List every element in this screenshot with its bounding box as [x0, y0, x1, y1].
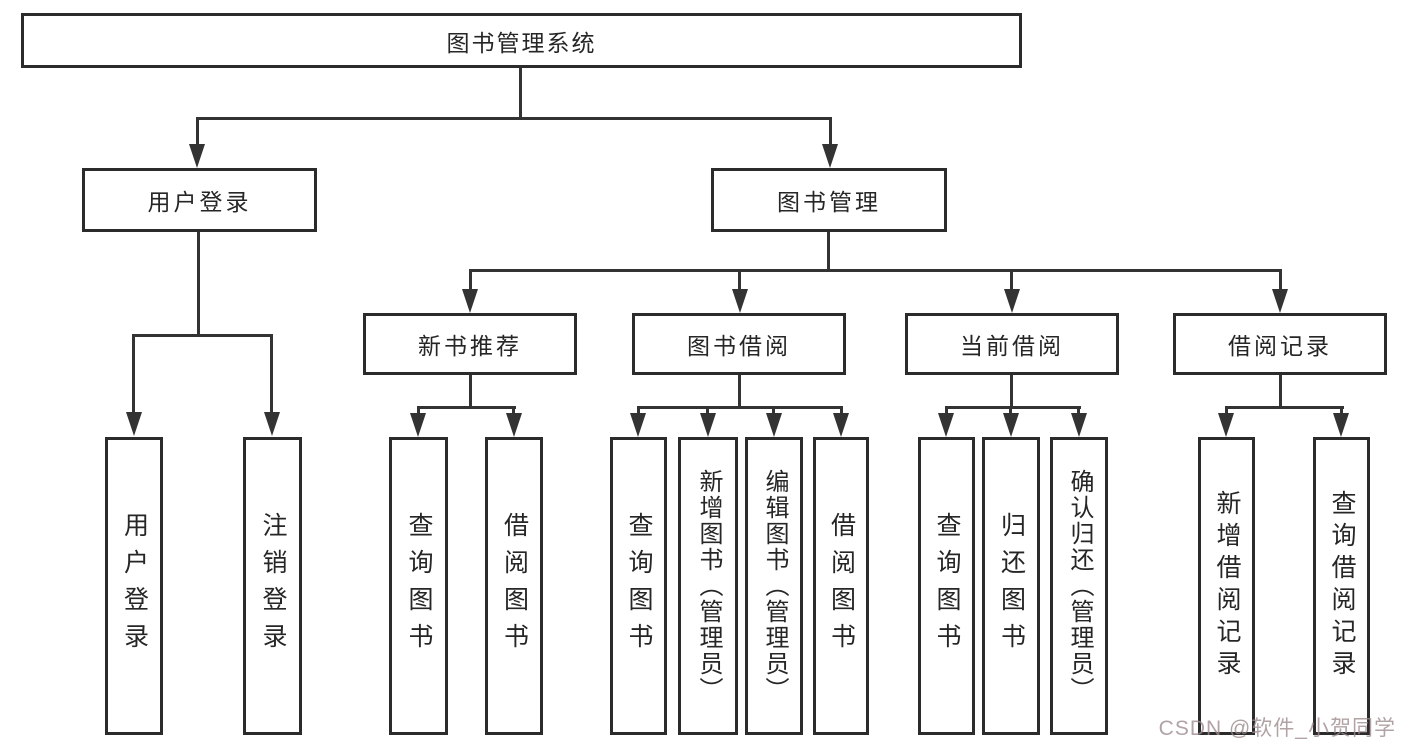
connector-line: [772, 406, 775, 418]
leaf-query-book-recommend: 查询图书: [389, 437, 448, 735]
arrow-down-icon: [938, 413, 954, 437]
leaf-confirm-return-admin: 确认归还（管理员）: [1050, 437, 1108, 735]
arrow-down-icon: [1218, 413, 1234, 437]
arrow-down-icon: [462, 289, 478, 313]
csdn-watermark: CSDN @软件_小贺同学: [1158, 717, 1396, 740]
leaf-logout: 注销登录: [243, 437, 302, 735]
leaf-query-book-borrow-label: 查询图书: [625, 512, 653, 660]
node-borrow-record-label: 借阅记录: [1228, 333, 1332, 359]
leaf-edit-book-admin-label: 编辑图书（管理员）: [761, 469, 788, 703]
arrow-down-icon: [833, 413, 849, 437]
arrow-down-icon: [1071, 413, 1087, 437]
connector-line: [417, 406, 516, 409]
connector-line: [1009, 406, 1012, 418]
connector-line: [469, 269, 1282, 272]
connector-line: [738, 269, 741, 293]
connector-line: [706, 406, 709, 418]
node-user-login: 用户登录: [82, 168, 317, 232]
leaf-add-book-admin-label: 新增图书（管理员）: [695, 469, 722, 703]
leaf-query-book-current: 查询图书: [918, 437, 975, 735]
arrow-down-icon: [189, 144, 205, 168]
leaf-borrow-book-recommend: 借阅图书: [485, 437, 543, 735]
node-borrow-record: 借阅记录: [1173, 313, 1387, 375]
node-book-management: 图书管理: [711, 168, 947, 232]
connector-line: [132, 334, 135, 414]
node-user-login-label: 用户登录: [147, 189, 252, 215]
node-book-borrow-label: 图书借阅: [687, 333, 791, 359]
connector-line: [417, 406, 420, 418]
node-new-book-recommend-label: 新书推荐: [418, 333, 522, 359]
connector-line: [637, 406, 640, 418]
connector-line: [945, 406, 1081, 409]
connector-line: [1010, 375, 1013, 409]
connector-line: [132, 334, 273, 337]
arrow-down-icon: [126, 412, 142, 436]
connector-line: [196, 117, 199, 147]
arrow-down-icon: [410, 413, 426, 437]
leaf-return-book: 归还图书: [982, 437, 1040, 735]
leaf-return-book-label: 归还图书: [997, 512, 1026, 660]
arrow-down-icon: [264, 412, 280, 436]
arrow-down-icon: [506, 413, 522, 437]
connector-line: [1279, 375, 1282, 409]
connector-line: [1010, 269, 1013, 293]
leaf-query-book-recommend-label: 查询图书: [405, 512, 433, 660]
node-new-book-recommend: 新书推荐: [363, 313, 577, 375]
connector-line: [829, 117, 832, 147]
connector-line: [519, 68, 522, 119]
connector-line: [637, 406, 843, 409]
leaf-confirm-return-admin-label: 确认归还（管理员）: [1066, 469, 1093, 703]
node-current-borrow-label: 当前借阅: [960, 333, 1064, 359]
leaf-borrow-book-recommend-label: 借阅图书: [500, 512, 529, 660]
connector-line: [469, 269, 472, 293]
arrow-down-icon: [700, 413, 716, 437]
leaf-query-book-current-label: 查询图书: [933, 512, 961, 660]
leaf-edit-book-admin: 编辑图书（管理员）: [745, 437, 803, 735]
arrow-down-icon: [732, 289, 748, 313]
connector-line: [945, 406, 948, 418]
leaf-add-book-admin: 新增图书（管理员）: [678, 437, 738, 735]
leaf-borrow-book: 借阅图书: [813, 437, 869, 735]
connector-line: [738, 375, 741, 409]
leaf-borrow-book-label: 借阅图书: [827, 512, 856, 660]
arrow-down-icon: [1272, 289, 1288, 313]
connector-line: [840, 406, 843, 418]
connector-line: [1340, 406, 1343, 418]
leaf-add-borrow-record: 新增借阅记录: [1198, 437, 1255, 735]
connector-line: [1225, 406, 1228, 418]
node-current-borrow: 当前借阅: [905, 313, 1119, 375]
leaf-query-borrow-record-label: 查询借阅记录: [1328, 490, 1356, 682]
arrow-down-icon: [1333, 413, 1349, 437]
leaf-add-borrow-record-label: 新增借阅记录: [1213, 490, 1241, 682]
leaf-query-book-borrow: 查询图书: [610, 437, 667, 735]
arrow-down-icon: [822, 144, 838, 168]
leaf-query-borrow-record: 查询借阅记录: [1313, 437, 1370, 735]
connector-line: [512, 406, 515, 418]
leaf-logout-label: 注销登录: [259, 512, 287, 660]
node-root: 图书管理系统: [21, 13, 1022, 68]
arrow-down-icon: [1003, 413, 1019, 437]
connector-line: [469, 375, 472, 409]
leaf-user-login-label: 用户登录: [120, 512, 149, 660]
arrow-down-icon: [1004, 289, 1020, 313]
arrow-down-icon: [630, 413, 646, 437]
connector-line: [1225, 406, 1344, 409]
arrow-down-icon: [766, 413, 782, 437]
leaf-user-login: 用户登录: [105, 437, 163, 735]
node-book-management-label: 图书管理: [777, 189, 881, 215]
node-root-label: 图书管理系统: [446, 29, 597, 56]
connector-line: [270, 334, 273, 414]
connector-line: [197, 232, 200, 337]
connector-line: [1279, 269, 1282, 293]
connector-line: [196, 117, 832, 120]
connector-line: [827, 232, 830, 272]
connector-line: [1077, 406, 1080, 418]
node-book-borrow: 图书借阅: [632, 313, 846, 375]
